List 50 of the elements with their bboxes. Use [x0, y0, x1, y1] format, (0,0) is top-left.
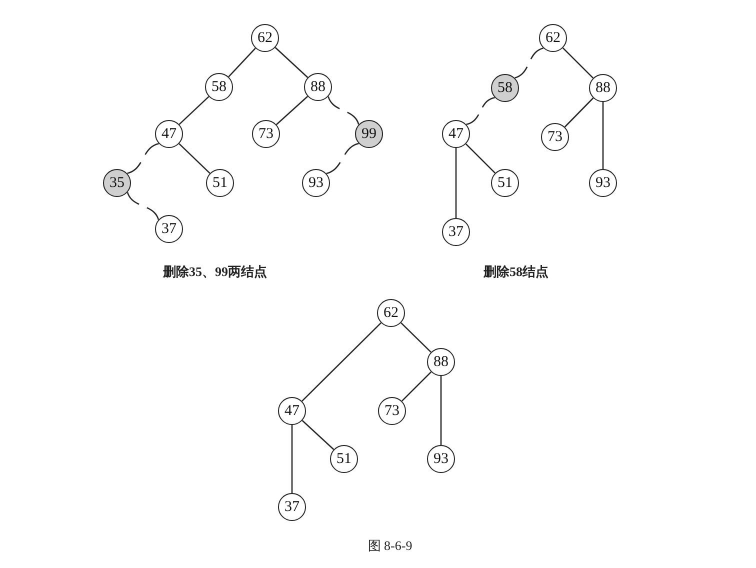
- broken-link: [126, 192, 160, 220]
- tree-edge: [562, 47, 594, 79]
- tree-edge: [302, 420, 334, 450]
- tree-edge: [564, 98, 594, 128]
- broken-link: [126, 142, 160, 174]
- broken-link: [514, 48, 544, 78]
- broken-link: [466, 96, 495, 126]
- tree-edge: [465, 143, 496, 174]
- tree-node: 88: [304, 73, 332, 101]
- tree-edge: [228, 48, 256, 78]
- tree-edge: [178, 96, 210, 125]
- tree-node: 93: [589, 169, 617, 197]
- deleted-tree-node: 35: [103, 169, 131, 197]
- tree-node: 37: [442, 218, 470, 246]
- tree-node: 93: [427, 445, 455, 473]
- tree-node: 73: [541, 123, 569, 151]
- tree-node: 37: [155, 215, 183, 243]
- tree-edge: [178, 143, 210, 174]
- tree-node: 62: [377, 299, 405, 327]
- tree-node: 73: [252, 120, 280, 148]
- sub-caption: 删除35、99两结点: [163, 263, 267, 281]
- sub-caption: 删除58结点: [484, 263, 548, 281]
- tree-node: 51: [330, 445, 358, 473]
- tree-node: 37: [278, 493, 306, 521]
- tree-node: 88: [589, 74, 617, 102]
- tree-edge: [302, 322, 382, 402]
- tree-node: 47: [155, 120, 183, 148]
- figure-caption: 图 8-6-9: [368, 537, 412, 555]
- tree-edge: [291, 425, 293, 493]
- tree-edge: [274, 47, 308, 78]
- tree-node: 88: [427, 348, 455, 376]
- tree-node: 58: [205, 73, 233, 101]
- tree-node: 47: [442, 120, 470, 148]
- deleted-tree-node: 58: [491, 74, 519, 102]
- tree-node: 51: [206, 169, 234, 197]
- broken-link: [326, 142, 359, 174]
- tree-node: 62: [539, 24, 567, 52]
- broken-link: [328, 96, 360, 125]
- tree-node: 62: [251, 24, 279, 52]
- tree-node: 51: [491, 169, 519, 197]
- tree-node: 73: [378, 397, 406, 425]
- deleted-tree-node: 99: [355, 120, 383, 148]
- tree-edge: [400, 322, 432, 353]
- tree-edge: [455, 148, 457, 218]
- tree-node: 93: [302, 169, 330, 197]
- tree-edge: [602, 102, 604, 169]
- tree-node: 47: [278, 397, 306, 425]
- tree-edge: [401, 371, 432, 402]
- tree-edge: [276, 96, 308, 126]
- tree-edge: [440, 376, 442, 445]
